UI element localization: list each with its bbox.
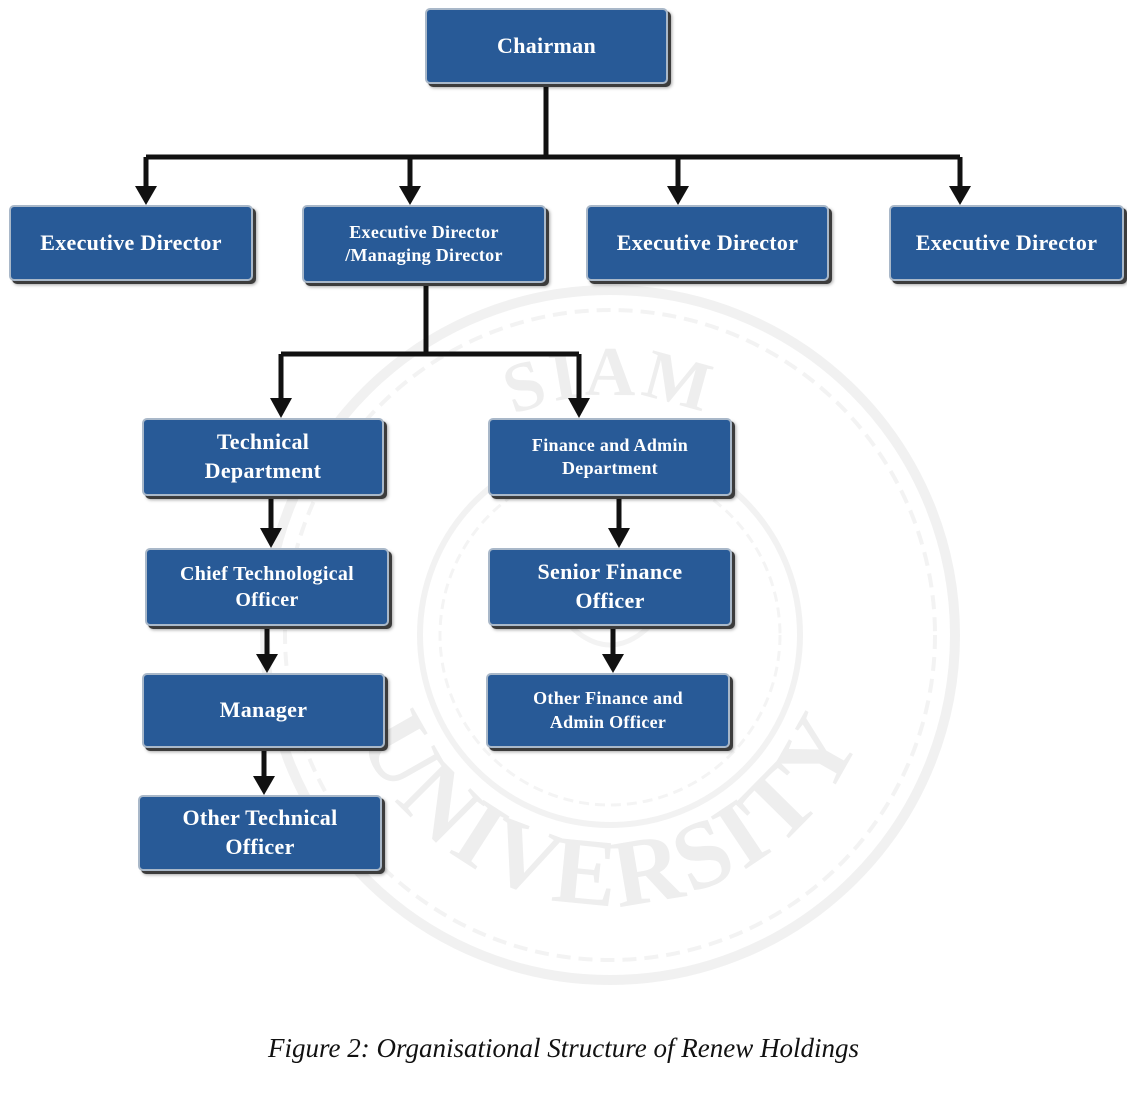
university-seal-watermark: UNIVERSITY SIAM — [260, 285, 960, 985]
node-chairman-label: Chairman — [497, 32, 596, 58]
node-technical-department[interactable]: Technical Department — [142, 418, 384, 496]
watermark-siam-text: SIAM — [494, 334, 724, 430]
node-executive-director-4[interactable]: Executive Director — [889, 205, 1124, 281]
figure-caption: Figure 2: Organisational Structure of Re… — [268, 1033, 859, 1063]
node-executive-director-3[interactable]: Executive Director — [586, 205, 829, 281]
node-other-finance-admin-officer[interactable]: Other Finance and Admin Officer — [486, 673, 730, 748]
node-executive-managing-director-label: Executive Director /Managing Director — [345, 221, 503, 265]
node-senior-finance-officer-label: Senior Finance Officer — [537, 559, 683, 613]
node-chief-technological-officer-label: Chief Technological Officer — [179, 563, 355, 611]
node-manager[interactable]: Manager — [142, 673, 385, 748]
node-other-finance-admin-officer-label: Other Finance and Admin Officer — [533, 688, 683, 732]
node-executive-managing-director[interactable]: Executive Director /Managing Director — [302, 205, 546, 283]
node-chief-technological-officer[interactable]: Chief Technological Officer — [145, 548, 389, 626]
node-finance-admin-department[interactable]: Finance and Admin Department — [488, 418, 732, 496]
node-technical-department-label: Technical Department — [204, 429, 322, 483]
node-senior-finance-officer[interactable]: Senior Finance Officer — [488, 548, 732, 626]
node-executive-director-1[interactable]: Executive Director — [9, 205, 253, 281]
node-executive-director-3-label: Executive Director — [616, 229, 799, 255]
node-other-technical-officer-label: Other Technical Officer — [182, 805, 338, 859]
node-executive-director-1-label: Executive Director — [40, 229, 222, 255]
node-chairman[interactable]: Chairman — [425, 8, 668, 84]
node-manager-label: Manager — [219, 697, 308, 723]
node-other-technical-officer[interactable]: Other Technical Officer — [138, 795, 382, 871]
node-finance-admin-department-label: Finance and Admin Department — [531, 434, 689, 478]
node-executive-director-4-label: Executive Director — [915, 229, 1098, 255]
